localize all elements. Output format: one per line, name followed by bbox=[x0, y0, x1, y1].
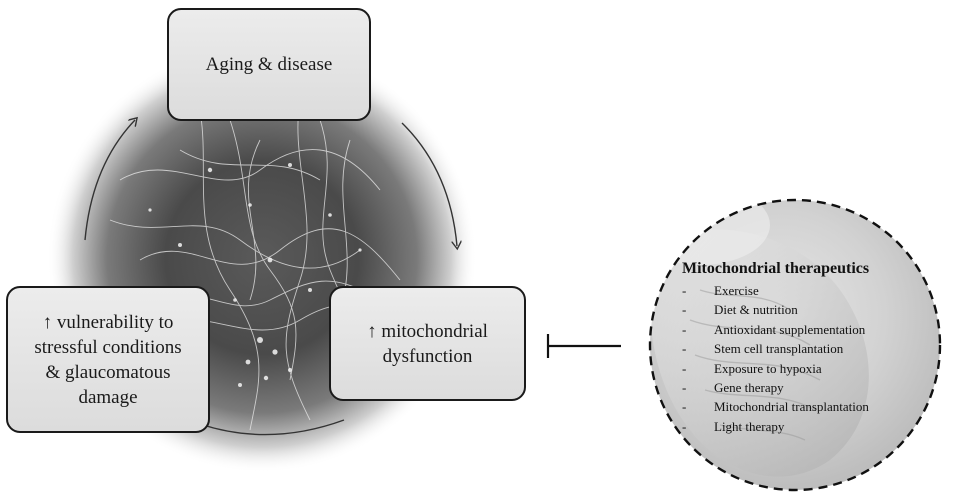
list-dash: - bbox=[682, 399, 687, 415]
list-dash: - bbox=[682, 418, 687, 434]
mitochondrial-dysfunction-box: ↑ mitochondrial dysfunction bbox=[329, 286, 526, 401]
aging-disease-box: Aging & disease bbox=[167, 8, 371, 121]
arrow-dysfunction-to-vulnerability bbox=[200, 419, 345, 436]
list-dash: - bbox=[682, 360, 687, 376]
therapeutics-item-label: Light therapy bbox=[714, 418, 785, 434]
arrow-aging-to-dysfunction bbox=[401, 122, 457, 246]
mitochondrion-image bbox=[648, 198, 942, 492]
mitochondrial-dysfunction-line: dysfunction bbox=[382, 345, 473, 367]
list-dash: - bbox=[682, 380, 687, 396]
vulnerability-line: ↑ vulnerability to bbox=[42, 311, 174, 333]
list-dash: - bbox=[682, 341, 687, 357]
therapeutics-item-label: Mitochondrial transplantation bbox=[714, 399, 869, 415]
therapeutics-item-label: Exposure to hypoxia bbox=[714, 360, 822, 376]
aging-disease-label: Aging & disease bbox=[205, 54, 333, 75]
therapeutics-title: Mitochondrial therapeutics bbox=[682, 260, 870, 277]
therapeutics-panel: Mitochondrial therapeutics - Exercise - Di… bbox=[680, 259, 930, 436]
therapeutics-item: - Exposure to hypoxia bbox=[680, 359, 930, 378]
vulnerability-line: & glaucomatous bbox=[45, 361, 171, 383]
vulnerability-line: stressful conditions bbox=[34, 336, 182, 358]
arrow-vulnerability-to-aging bbox=[84, 120, 135, 241]
therapeutics-item-label: Gene therapy bbox=[714, 380, 784, 396]
therapeutics-item: - Stem cell transplantation bbox=[680, 339, 930, 358]
list-dash: - bbox=[682, 302, 687, 318]
therapeutics-item-label: Stem cell transplantation bbox=[714, 341, 844, 357]
therapeutics-item-label: Antioxidant supplementation bbox=[714, 321, 866, 337]
mitochondrial-dysfunction-line: ↑ mitochondrial bbox=[367, 320, 488, 342]
therapeutics-item-label: Diet & nutrition bbox=[714, 302, 798, 318]
therapeutics-item: - Light therapy bbox=[680, 417, 930, 436]
therapeutics-item: - Diet & nutrition bbox=[680, 300, 930, 319]
therapeutics-item-label: Exercise bbox=[714, 283, 759, 298]
inhibition-arrow bbox=[546, 334, 621, 358]
therapeutics-list: - Exercise - Diet & nutrition - Antioxidant… bbox=[680, 281, 930, 436]
cycle-arrows bbox=[84, 120, 457, 436]
list-dash: - bbox=[682, 321, 687, 337]
vulnerability-line: damage bbox=[78, 386, 138, 408]
therapeutics-item: - Mitochondrial transplantation bbox=[680, 397, 930, 416]
therapeutics-item: - Gene therapy bbox=[680, 378, 930, 397]
therapeutics-item: - Exercise bbox=[680, 281, 930, 300]
vulnerability-box: ↑ vulnerability to stressful conditions … bbox=[6, 286, 210, 433]
therapeutics-item: - Antioxidant supplementation bbox=[680, 320, 930, 339]
list-dash: - bbox=[682, 283, 687, 298]
